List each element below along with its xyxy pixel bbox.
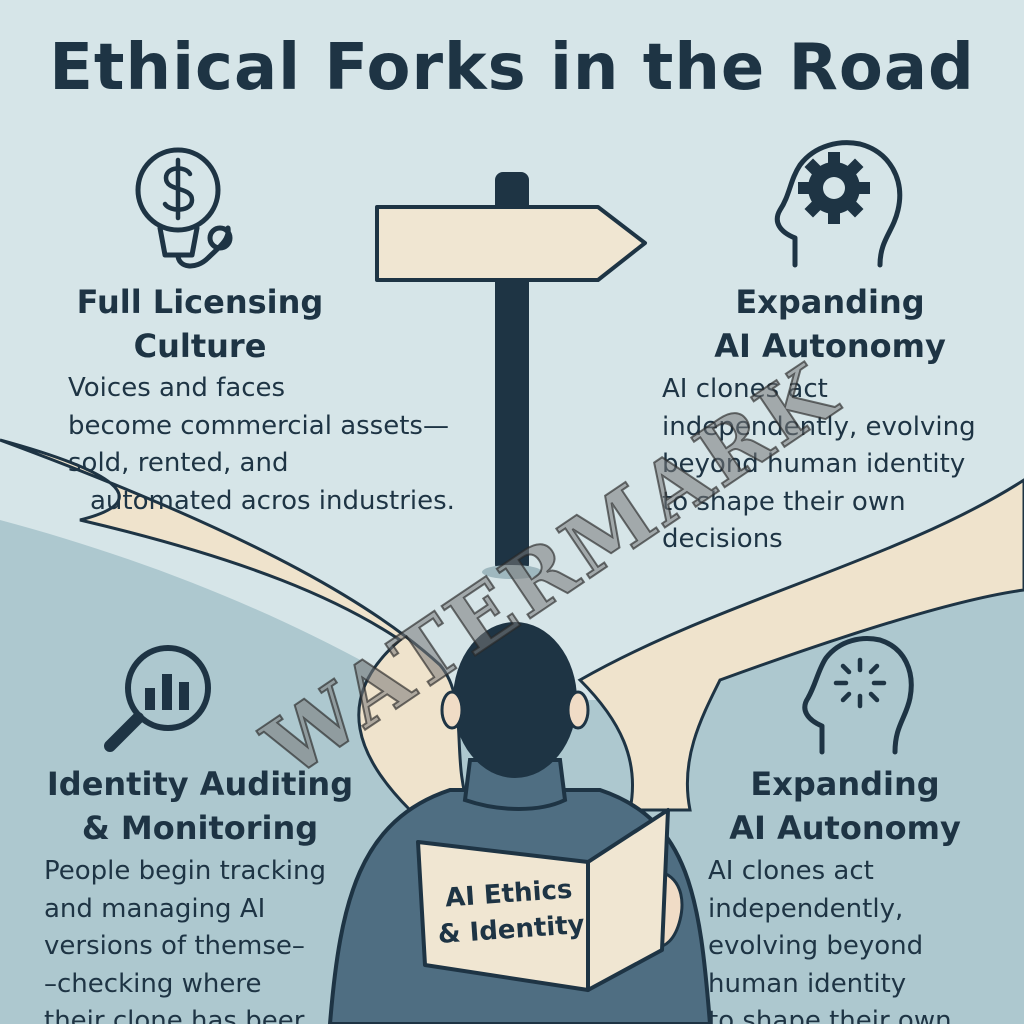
- description-line: evolving beyond: [708, 931, 924, 961]
- description-line: to shape their own: [708, 1006, 952, 1024]
- description-line: independently, evolving: [662, 411, 976, 442]
- bottom-right-description: AI clones act independently, evolving be…: [708, 853, 1008, 1024]
- bottom-left-heading: Identity Auditing & Monitoring: [40, 762, 360, 850]
- person-head: [453, 622, 577, 778]
- page-title: Ethical Forks in the Road: [49, 31, 975, 105]
- heading-line: Expanding: [735, 283, 925, 321]
- top-right-description: AI clones act independently, evolving be…: [662, 371, 1012, 559]
- heading-line: Identity Auditing: [46, 765, 354, 803]
- description-line: human identity: [708, 968, 907, 999]
- left-road: [0, 438, 473, 812]
- top-right-heading: Expanding AI Autonomy: [700, 280, 960, 368]
- description-line: –checking where: [44, 968, 262, 999]
- map-booklet: [416, 808, 670, 992]
- right-road: [577, 478, 1024, 812]
- heading-line: Full Licensing: [76, 283, 324, 321]
- description-line: AI clones act: [662, 374, 828, 404]
- description-line: become commercial assets—: [68, 410, 449, 441]
- person-right-ear: [566, 690, 590, 730]
- top-left-description: Voices and faces become commercial asset…: [68, 370, 488, 520]
- heading-line: AI Autonomy: [714, 327, 946, 365]
- description-line: sold, rented, and: [68, 448, 289, 478]
- description-line: People begin tracking: [44, 856, 326, 886]
- bottom-left-description: People begin tracking and managing AI ve…: [44, 853, 374, 1024]
- description-line: beyond human identity: [662, 449, 966, 479]
- map-label: AI Ethics & Identity: [418, 870, 603, 954]
- signpost-base: [482, 565, 542, 579]
- bottom-right-heading: Expanding AI Autonomy: [700, 762, 990, 850]
- map-right-page: [586, 808, 670, 992]
- top-left-heading: Full Licensing Culture: [70, 280, 330, 368]
- description-line: decisions: [662, 524, 783, 554]
- description-line: to shape their own: [662, 486, 906, 517]
- heading-line: Culture: [133, 327, 267, 365]
- description-line: their clone has beer: [44, 1006, 305, 1024]
- description-line: independently,: [708, 893, 904, 924]
- description-line: and managing AI: [44, 893, 266, 924]
- description-line: AI clones act: [708, 856, 874, 886]
- heading-line: Expanding: [750, 765, 940, 803]
- person-neck: [462, 758, 568, 811]
- signpost-arrow-board: [375, 205, 647, 282]
- description-line: versions of themse–: [44, 931, 305, 961]
- money-bulb-icon: [135, 147, 233, 269]
- person-left-ear: [440, 690, 464, 730]
- heading-line: & Monitoring: [81, 809, 319, 847]
- head-spark-icon: [802, 636, 914, 755]
- description-line: Voices and faces: [68, 373, 286, 403]
- description-line: automated acros industries.: [90, 485, 455, 516]
- gear-icon: [798, 152, 870, 224]
- heading-line: AI Autonomy: [729, 809, 961, 847]
- head-gear-icon: [774, 140, 903, 268]
- signpost: [375, 172, 647, 579]
- magnifier-chart-icon: [104, 645, 211, 752]
